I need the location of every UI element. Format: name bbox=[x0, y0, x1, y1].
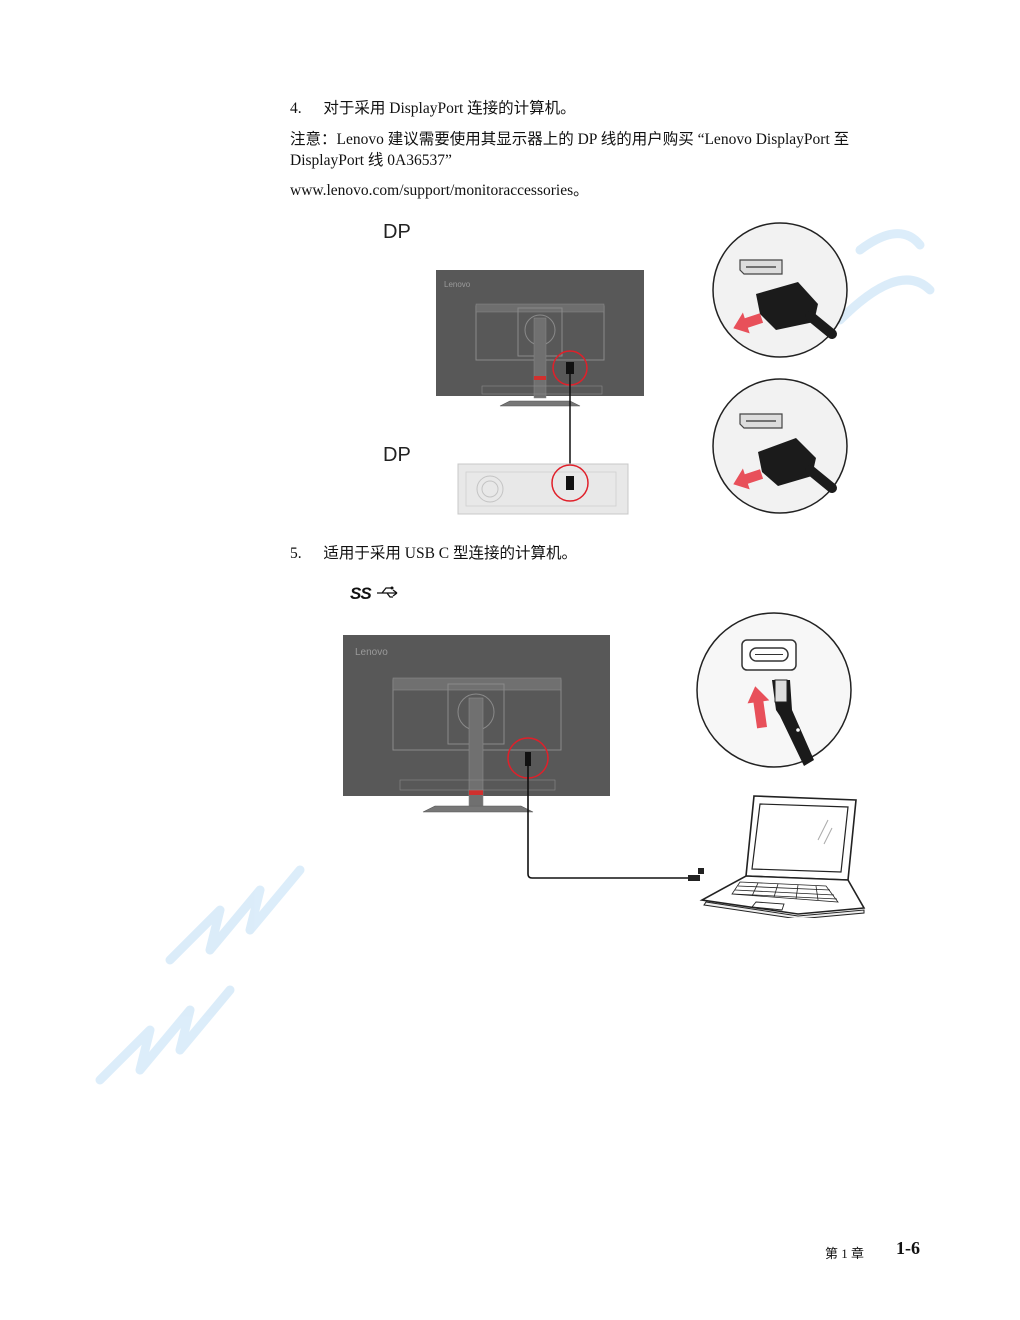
step5-item: 5. 适用于采用 USB C 型连接的计算机。 bbox=[290, 543, 577, 564]
usbc-cable bbox=[527, 766, 690, 879]
footer-page-number: 1-6 bbox=[896, 1238, 920, 1258]
insert-arrow-icon bbox=[733, 312, 764, 334]
dp-label-computer: DP bbox=[383, 444, 411, 466]
monitor-brand-logo: Lenovo bbox=[444, 280, 471, 289]
support-url[interactable]: www.lenovo.com/support/monitoraccessorie… bbox=[290, 182, 589, 199]
monitor-brand-logo: Lenovo bbox=[355, 647, 388, 658]
note-line-1: 注意：Lenovo 建议需要使用其显示器上的 DP 线的用户购买 “Lenovo… bbox=[290, 131, 850, 148]
computer-back bbox=[457, 463, 629, 515]
dp-plug-closeup-monitor bbox=[712, 222, 848, 358]
step5-number: 5. bbox=[290, 545, 302, 562]
dp-plug-closeup-computer bbox=[712, 378, 848, 514]
usbc-connection-figure: Lenovo bbox=[343, 635, 700, 881]
laptop-illustration bbox=[698, 795, 866, 918]
usb-trident-icon bbox=[376, 586, 398, 598]
usb-superspeed-icon: SS bbox=[350, 584, 401, 606]
step4-item: 4. 对于采用 DisplayPort 连接的计算机。 bbox=[290, 98, 576, 119]
step4-number: 4. bbox=[290, 100, 302, 117]
footer-chapter: 第 1 章 bbox=[825, 1246, 865, 1261]
usbc-plug-closeup bbox=[696, 612, 852, 768]
step4-note: 注意：Lenovo 建议需要使用其显示器上的 DP 线的用户购买 “Lenovo… bbox=[290, 129, 910, 171]
dp-port-highlight-computer bbox=[551, 464, 589, 502]
usb-ss-text: SS bbox=[350, 584, 372, 603]
note-line-2: DisplayPort 线 0A36537” bbox=[290, 152, 452, 169]
insert-arrow-icon bbox=[733, 468, 764, 490]
step5-text: 适用于采用 USB C 型连接的计算机。 bbox=[323, 545, 577, 562]
dp-connection-figure: Lenovo bbox=[436, 270, 644, 515]
dp-label-monitor: DP bbox=[383, 221, 411, 243]
step4-text: 对于采用 DisplayPort 连接的计算机。 bbox=[323, 100, 576, 117]
insert-arrow-icon bbox=[747, 686, 770, 729]
